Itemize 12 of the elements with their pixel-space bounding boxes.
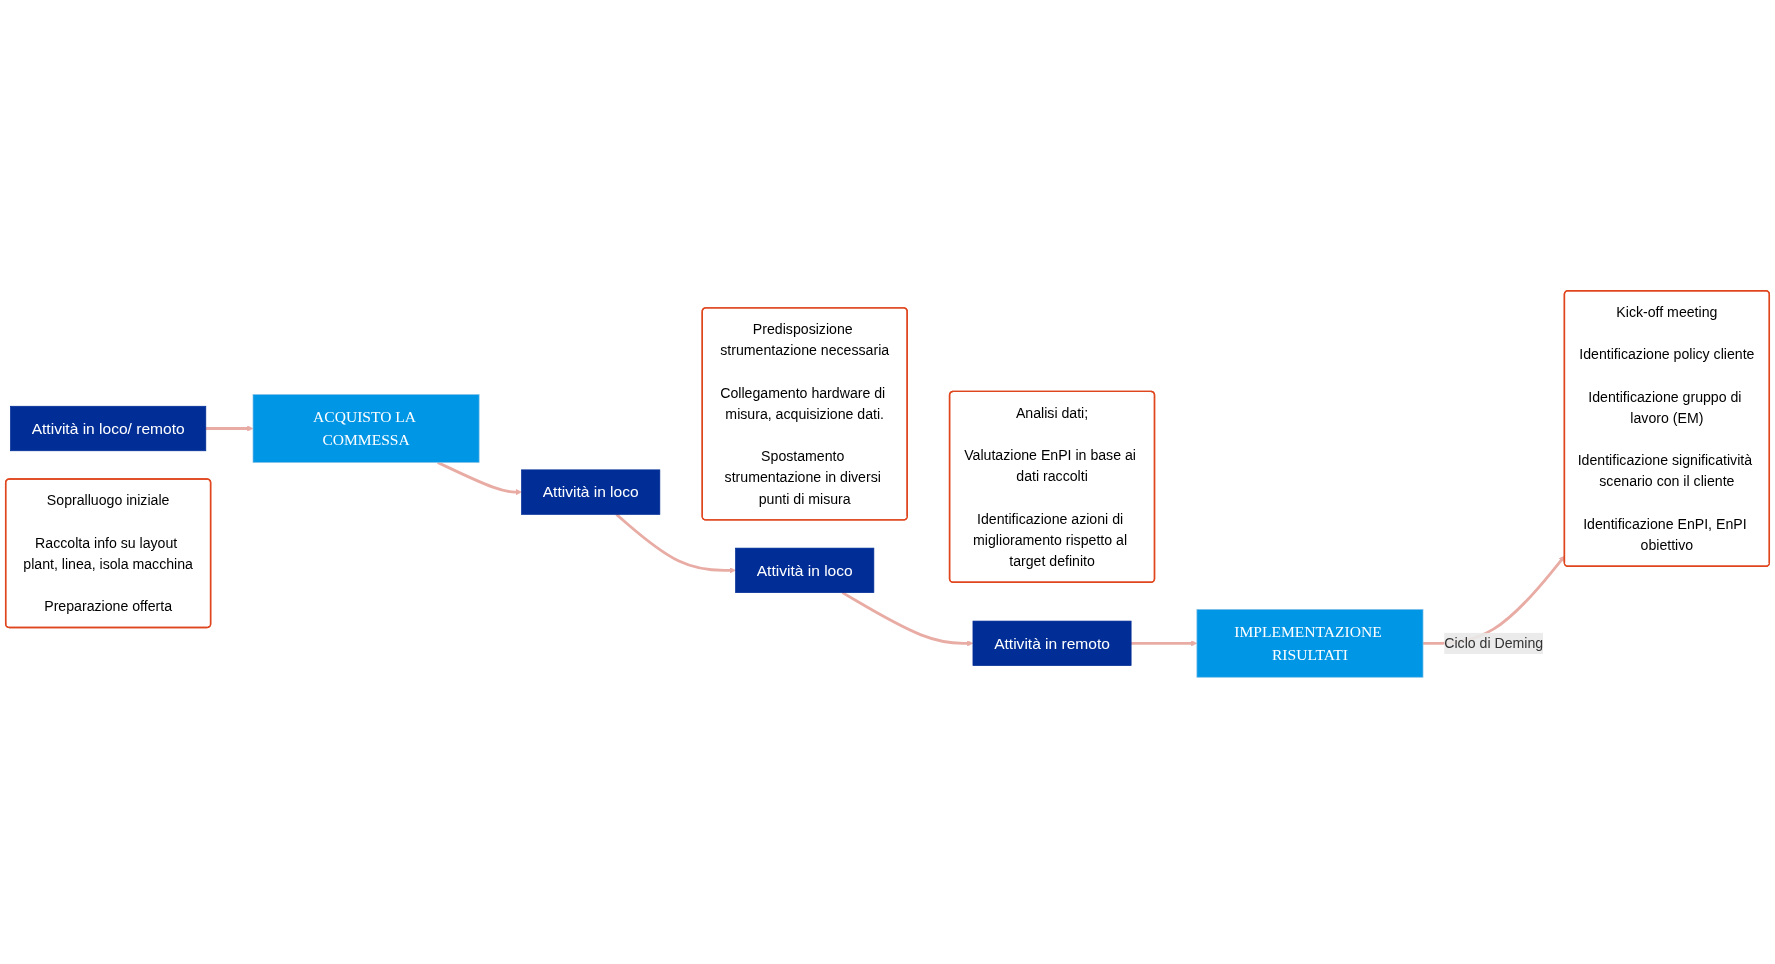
arrow — [841, 591, 974, 647]
node-box: Attività in loco — [735, 547, 875, 594]
node-box: Attività in remoto — [972, 620, 1132, 666]
edge-label: Ciclo di Deming — [1444, 635, 1544, 652]
node-box: IMPLEMENTAZIONE RISULTATI — [1196, 609, 1424, 678]
node-box: Attività in loco/ remoto — [10, 405, 207, 452]
arrow — [205, 425, 254, 432]
arrow — [615, 513, 736, 574]
arrow — [1131, 640, 1198, 647]
arrow — [437, 461, 522, 496]
node-box: Attività in loco — [521, 469, 661, 515]
node-box: ACQUISTO LA COMMESSA — [252, 394, 480, 463]
